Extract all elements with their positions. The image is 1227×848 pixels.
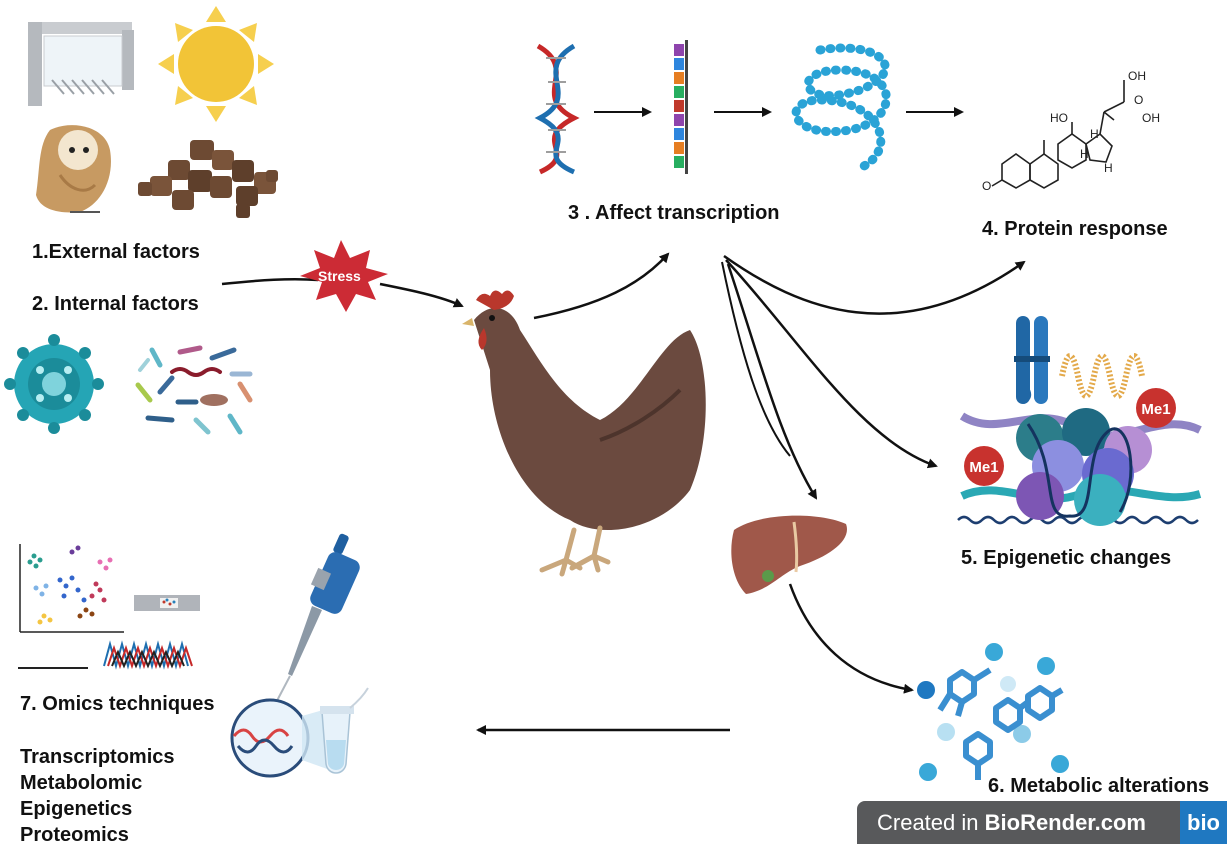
greenhouse-icon: [28, 22, 134, 106]
protein-chain-icon: [791, 43, 891, 173]
arrow-stress-to-hen: [379, 282, 464, 308]
arrow-liver-to-metabolites: [788, 583, 914, 694]
biorender-credit-text: Created in BioRender.com: [857, 810, 1146, 836]
omics-item-transcriptomics: Transcriptomics: [20, 746, 175, 768]
metabolic-alterations-label: 6. Metabolic alterations: [988, 775, 1210, 797]
transcription-label: 3 . Affect transcription: [568, 202, 780, 224]
arrow-to-protein-response: [723, 254, 1026, 315]
arrow-to-epigenetic: [725, 259, 938, 469]
pipette-icon: [269, 533, 360, 715]
owl-icon: [36, 125, 111, 213]
molecule-ho-left: HO: [1050, 111, 1068, 125]
arrow-hen-to-transcription: [533, 252, 670, 320]
molecule-oh-top: OH: [1128, 69, 1146, 83]
methyl-tag-right: Me1: [1141, 401, 1170, 418]
molecule-o-ketone: O: [1134, 93, 1143, 107]
omics-item-metabolomic: Metabolomic: [20, 772, 143, 794]
omics-list: Transcriptomics Metabolomic Epigenetics …: [20, 744, 175, 848]
arrow-hub-line: [721, 261, 791, 457]
sun-icon: [158, 6, 274, 122]
arrow-to-liver: [726, 263, 818, 500]
scatter-plot-icon: [19, 544, 124, 633]
molecule-h1: H: [1090, 127, 1099, 141]
virus-icon: [4, 334, 104, 434]
sample-tube-icon: [320, 687, 369, 774]
dna-sample-magnifier-icon: [230, 698, 330, 778]
molecule-o-ring: O: [982, 179, 991, 193]
chromosome-icon: [1014, 316, 1050, 404]
biorender-logo-icon: bio: [1180, 801, 1227, 844]
nucleosome-icon: [957, 388, 1202, 526]
dna-helix-icon: [534, 43, 580, 175]
arrow-factors-to-stress: [221, 277, 319, 286]
metabolites-icon: [917, 643, 1069, 781]
molecule-h2: H: [1080, 147, 1089, 161]
badge-prefix: Created in: [877, 809, 985, 835]
hen-icon: [462, 290, 706, 577]
epigenetic-changes-label: 5. Epigenetic changes: [961, 547, 1172, 569]
omics-techniques-label: 7. Omics techniques: [20, 693, 215, 715]
omics-item-epigenetics: Epigenetics: [20, 798, 133, 820]
omics-item-proteomics: Proteomics: [20, 824, 129, 846]
liver-icon: [731, 515, 847, 594]
feed-pellets-icon: [138, 140, 278, 218]
mrna-icon: [674, 40, 688, 174]
internal-factors-label: 2. Internal factors: [32, 293, 199, 315]
stress-burst-icon: [300, 240, 388, 312]
chromatogram-icon: [103, 640, 193, 670]
stress-label: Stress: [318, 268, 361, 284]
molecule-h3: H: [1104, 161, 1113, 175]
steroid-molecule-icon: [991, 80, 1125, 189]
badge-brand: BioRender.com: [984, 809, 1146, 835]
methyl-tag-left: Me1: [969, 459, 998, 476]
external-factors-label: 1.External factors: [32, 241, 200, 263]
chromatin-fiber-icon: [1059, 353, 1145, 399]
microarray-chip-icon: [134, 595, 200, 611]
molecule-oh-right: OH: [1142, 111, 1160, 125]
protein-response-label: 4. Protein response: [982, 218, 1168, 240]
biorender-badge[interactable]: Created in BioRender.com bio: [857, 801, 1227, 844]
bacteria-icon: [135, 345, 253, 435]
